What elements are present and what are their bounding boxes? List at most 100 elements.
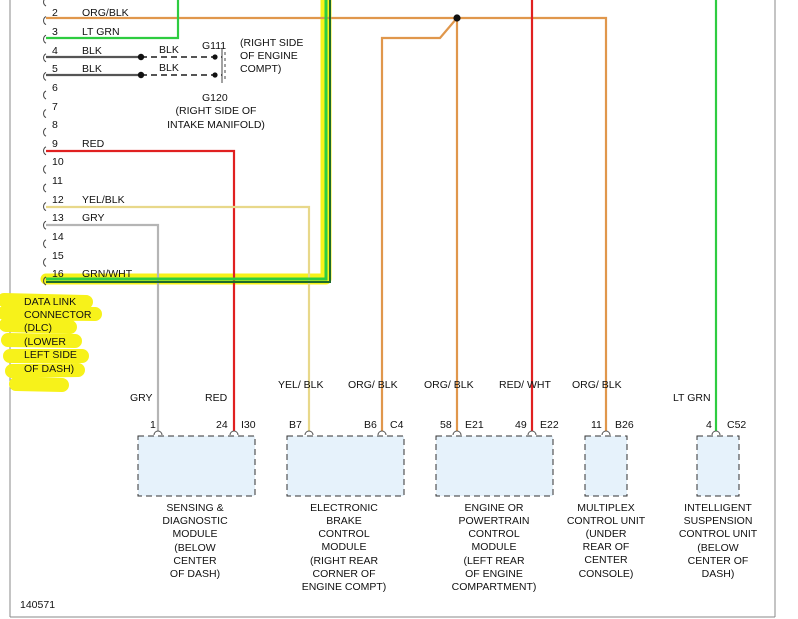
module-name-line: BRAKE: [326, 515, 362, 527]
terminal-icon: [527, 430, 537, 436]
wire-label: GRN/WHT: [82, 268, 133, 280]
module-location-line: DASH): [702, 568, 735, 580]
ground-desc-g111: OF ENGINE: [240, 50, 298, 62]
wire-color-label: YEL/ BLK: [278, 379, 324, 391]
module-location-line: (UNDER: [586, 528, 627, 540]
pin-terminal-icon: [43, 71, 47, 81]
module-pin: 49: [515, 419, 527, 431]
terminal-icon: [377, 430, 387, 436]
pin-terminal-icon: [43, 53, 47, 63]
module-pin-labels: 1 24 I30 B7 B6 C4 58 E21 49 E22 11 B26 4…: [150, 419, 746, 431]
pin-terminal-icon: [43, 109, 47, 119]
splice-dot: [453, 14, 461, 22]
ground-splice-dot-upper: [137, 53, 145, 61]
pin-terminal-icon: [43, 0, 47, 7]
dlc-pin-terminals: [43, 0, 47, 286]
dlc-label-line: (LOWER: [24, 336, 66, 348]
wire-color-label: LT GRN: [673, 392, 711, 404]
terminal-icon: [452, 430, 462, 436]
wire-color-label: GRY: [130, 392, 153, 404]
pin-terminal-icon: [43, 239, 47, 249]
module-pin: 58: [440, 419, 452, 431]
module-location-line: CENTER: [173, 555, 217, 567]
ground-id-g120: G120: [202, 92, 228, 104]
wire-label: ORG/BLK: [82, 7, 129, 19]
module-location-line: CONSOLE): [579, 568, 634, 580]
module-name-line: SENSING &: [166, 502, 223, 514]
module-location-line: COMPARTMENT): [452, 581, 537, 593]
wire-color-label: ORG/ BLK: [348, 379, 398, 391]
wire-lt-grn-pin3: [46, 0, 180, 40]
pin-num: 10: [52, 156, 64, 168]
terminal-icon: [304, 430, 314, 436]
pin-terminal-icon: [43, 164, 47, 174]
module-name-line: DIAGNOSTIC: [162, 515, 228, 527]
wire-color-label: RED/ WHT: [499, 379, 551, 391]
pin-num: 2: [52, 7, 58, 19]
ground-labels: BLK BLK G111 (RIGHT SIDE OF ENGINE COMPT…: [159, 37, 303, 131]
pin-num: 7: [52, 101, 58, 113]
ground-desc-g120: (RIGHT SIDE OF: [176, 105, 257, 117]
pin-terminal-icon: [43, 146, 47, 156]
module-location-line: (RIGHT REAR: [310, 555, 378, 567]
module-name-line: ENGINE OR: [465, 502, 524, 514]
terminal-icon: [601, 430, 611, 436]
module-boxes: [137, 435, 740, 497]
terminal-icon: [153, 430, 163, 436]
module-name-line: MODULE: [173, 528, 218, 540]
terminal-icon: [711, 430, 721, 436]
pin-num: 3: [52, 26, 58, 38]
pin-terminal-icon: [43, 127, 47, 137]
module-name-line: SUSPENSION: [684, 515, 753, 527]
connector-id: C52: [727, 419, 746, 431]
module-name-line: MODULE: [472, 541, 517, 553]
module-pin: B6: [364, 419, 377, 431]
connector-id: E21: [465, 419, 484, 431]
module-name-line: POWERTRAIN: [459, 515, 530, 527]
ground-symbol-icon: [221, 49, 226, 83]
dlc-label: DATA LINK CONNECTOR (DLC) (LOWER LEFT SI…: [24, 296, 92, 375]
pin-terminal-icon: [43, 183, 47, 193]
pin-num: 6: [52, 82, 58, 94]
terminal-icon: [229, 430, 239, 436]
wire-org-blk-b6: [380, 17, 458, 432]
ground-wire-label: BLK: [159, 44, 179, 56]
pin-terminal-icon: [43, 257, 47, 267]
module-box-pcm: [435, 435, 554, 497]
module-pin: 4: [706, 419, 712, 431]
connector-id: C4: [390, 419, 404, 431]
module-location-line: OF ENGINE: [465, 568, 523, 580]
pin-terminal-icon: [43, 34, 47, 44]
wire-color-label: ORG/ BLK: [572, 379, 622, 391]
pin-num: 13: [52, 212, 64, 224]
module-location-line: (BELOW: [697, 542, 739, 554]
module-location-line: (LEFT REAR: [463, 555, 524, 567]
connector-id: E22: [540, 419, 559, 431]
module-names: SENSING & DIAGNOSTIC MODULE (BELOW CENTE…: [162, 502, 757, 593]
highlight-dlc-label-2: [1, 333, 89, 392]
module-name-line: CONTROL: [468, 528, 519, 540]
pin-num: 8: [52, 119, 58, 131]
pin-num: 14: [52, 231, 64, 243]
wire-gry: [46, 223, 160, 432]
dlc-pins: 2 3 4 5 6 7 8 9 10 11 12 13 14 15 16 ORG…: [52, 7, 133, 280]
pin-terminal-icon: [43, 220, 47, 230]
pin-num: 5: [52, 63, 58, 75]
highlight-dlc-label-1: [0, 293, 102, 334]
module-box-sdm: [137, 435, 256, 497]
module-wire-labels: GRY RED YEL/ BLK ORG/ BLK ORG/ BLK RED/ …: [130, 379, 711, 404]
pin-terminal-icon: [43, 202, 47, 212]
ground-desc-g120: INTAKE MANIFOLD): [167, 119, 265, 131]
figure-id: 140571: [20, 599, 55, 611]
module-pin: 24: [216, 419, 228, 431]
wire-label: BLK: [82, 63, 102, 75]
wire-label: YEL/BLK: [82, 194, 125, 206]
ground-desc-g111: COMPT): [240, 63, 281, 75]
module-location-line: OF DASH): [170, 568, 220, 580]
pin-terminal-icon: [43, 90, 47, 100]
module-name-line: MODULE: [322, 541, 367, 553]
ground-point-upper: [212, 54, 218, 60]
connector-id: I30: [241, 419, 256, 431]
module-pin: 11: [591, 419, 602, 431]
